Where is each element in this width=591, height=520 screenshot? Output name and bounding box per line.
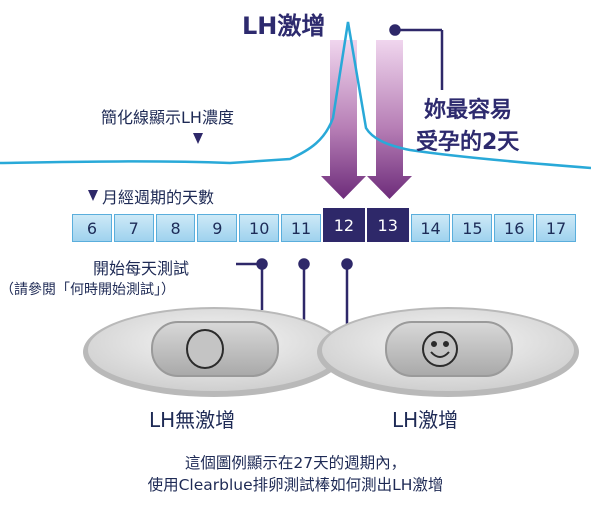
day-cell-8: 8 [155, 214, 196, 242]
cycle-day-row: 6 7 8 9 10 11 12 13 14 15 16 17 [72, 208, 576, 242]
day-cell-9: 9 [197, 214, 238, 242]
day-cell-12: 12 [322, 208, 365, 242]
day-cell-15: 15 [452, 214, 493, 242]
day-cell-6: 6 [72, 214, 112, 242]
cycle-days-label: 月經週期的天數 [102, 188, 215, 207]
result-surge-label: LH激增 [392, 408, 459, 432]
cycle-pointer-icon [88, 190, 98, 201]
day-cell-13: 13 [366, 208, 409, 242]
most-fertile-label-line1: 妳最容易 [424, 98, 513, 123]
test-stick-no-surge [83, 307, 345, 397]
empty-circle-icon [186, 329, 224, 369]
lh-surge-peak-label: LH激增 [242, 12, 326, 40]
smiley-face-icon [422, 331, 458, 367]
fertile-arrow-day12 [321, 40, 366, 199]
caption-line2: 使用Clearblue排卵測試棒如何測出LH激增 [147, 476, 444, 494]
day-cell-7: 7 [113, 214, 154, 242]
caption-line1: 這個圖例顯示在27天的週期內， [184, 454, 407, 472]
start-test-note: （請參閱「何時開始測試」） [0, 282, 175, 298]
day-cell-16: 16 [494, 214, 535, 242]
diagram-caption: 這個圖例顯示在27天的週期內， 使用Clearblue排卵測試棒如何測出LH激增 [0, 452, 591, 496]
day-cell-10: 10 [239, 214, 280, 242]
day-cell-17: 17 [536, 214, 576, 242]
test-stick-surge [317, 307, 579, 397]
lh-curve-label: 簡化線顯示LH濃度 [101, 108, 234, 127]
result-no-surge-label: LH無激增 [149, 408, 236, 432]
day-cell-14: 14 [410, 214, 451, 242]
fertile-label-connector [389, 24, 444, 90]
curve-pointer-icon [193, 133, 203, 144]
lh-curve [0, 21, 591, 170]
day-cell-11: 11 [281, 214, 321, 242]
start-test-label: 開始每天測試 [93, 259, 190, 278]
fertile-arrow-day13 [367, 40, 412, 199]
most-fertile-label-line2: 受孕的2天 [416, 130, 520, 155]
